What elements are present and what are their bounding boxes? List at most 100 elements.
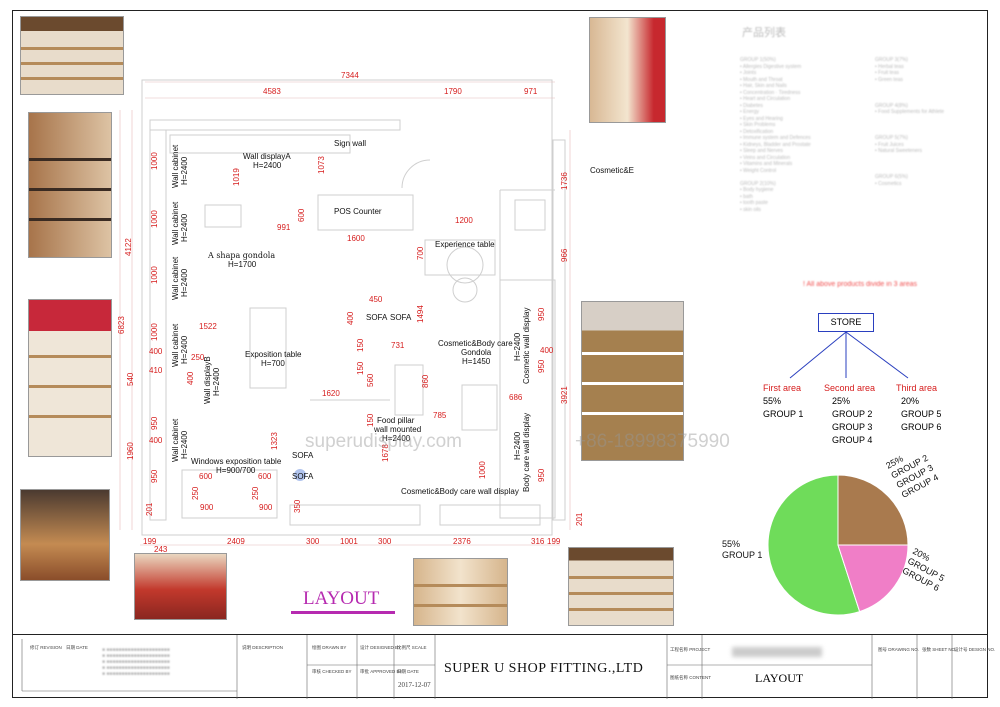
tb-date-value: 2017-12-07 — [398, 681, 431, 689]
tb-description-label: 说明 DESCRIPTION — [242, 645, 284, 650]
store-tree-lines — [789, 331, 909, 379]
company-name: SUPER U SHOP FITTING.,LTD — [444, 661, 644, 676]
area-third-group-6: GROUP 6 — [901, 422, 942, 432]
label-food-pillar-2: wall mounted — [374, 425, 422, 434]
label-cosmetic-wall-display: Cosmetic wall display — [522, 307, 531, 384]
label-wall-cabinet-2-height: H=2400 — [180, 213, 189, 242]
label-wall-cabinet-1-height: H=2400 — [180, 156, 189, 185]
dim-inner: 950 — [537, 307, 546, 321]
area-second: Second area 25% GROUP 2 GROUP 3 GROUP 4 — [824, 382, 875, 447]
products-list-column-2: GROUP 3(7%) • Herbal teas • Fruit teas •… — [875, 57, 945, 187]
tb-content-value: LAYOUT — [755, 671, 804, 685]
dim-inner: 1000 — [150, 323, 159, 341]
tb-design-no-label: 设计号 DESIGN NO. — [954, 647, 996, 652]
label-body-care-wall-display: Body care wall display — [522, 412, 531, 492]
label-wall-display-b: Wall displayB — [203, 356, 212, 404]
dim-inner: 950 — [150, 416, 159, 430]
tb-project-label: 工程名称 PROJECT — [670, 647, 711, 652]
photo-store-wall-bottom — [568, 547, 674, 626]
dim-inner: 250 — [251, 486, 260, 500]
tb-scale-label: 比例尺 SCALE — [397, 645, 427, 650]
label-sofa-3: SOFA — [292, 451, 314, 460]
dim-bottom-3: 300 — [306, 537, 320, 546]
pie-slice — [837, 474, 909, 546]
photo-ladder-shelf — [28, 112, 112, 258]
dim-inner: 860 — [421, 374, 430, 388]
drawing-sheet — [12, 10, 988, 698]
dim-bottom-4: 1001 — [340, 537, 358, 546]
pie-slice — [767, 474, 861, 616]
dim-inner: 686 — [509, 393, 523, 402]
dim-bottom-1: 199 — [143, 537, 157, 546]
label-exposition-table: Exposition table — [245, 350, 302, 359]
area-first: First area 55% GROUP 1 — [763, 382, 803, 421]
label-sofa-4: SOFA — [292, 472, 314, 481]
dim-inner: 250 — [191, 486, 200, 500]
label-windows-table-height: H=900/700 — [216, 466, 256, 475]
photo-gondola — [413, 558, 508, 626]
dim-left-2: 6823 — [117, 316, 126, 334]
dim-inner: 1073 — [317, 156, 326, 174]
dim-inner: 1494 — [416, 305, 425, 323]
dim-inner: 700 — [416, 246, 425, 260]
tb-drawn-by-label: 绘图 DRAWN BY — [312, 645, 347, 650]
dim-inner: 1000 — [150, 266, 159, 284]
tb-revision-label: 修订 REVISION — [30, 645, 62, 650]
label-pos-counter: POS Counter — [334, 207, 382, 216]
label-experience-table: Experience table — [435, 240, 495, 249]
area-second-percent: 25% — [832, 396, 851, 406]
photo-fitting-room — [589, 17, 666, 123]
dim-bottom-8: 199 — [547, 537, 561, 546]
dim-bottom-2: 2409 — [227, 537, 245, 546]
label-wall-cabinet-2: Wall cabinet — [171, 201, 180, 245]
area-second-group-4: GROUP 4 — [832, 435, 873, 445]
photo-display-table — [134, 553, 227, 620]
pie-label: 55%GROUP 1 — [722, 539, 762, 560]
label-food-pillar: Food pillar — [377, 416, 415, 425]
dim-inner: 1736 — [560, 172, 569, 190]
dim-inner: 400 — [149, 436, 163, 445]
dim-inner: 1000 — [150, 210, 159, 228]
dim-top-1: 4583 — [263, 87, 281, 96]
label-wall-cabinet-3-height: H=2400 — [180, 268, 189, 297]
layout-title-underline — [291, 611, 395, 614]
watermark-phone: +86-18998375990 — [575, 431, 730, 452]
dim-bottom-7: 316 — [531, 537, 545, 546]
dim-bottom-10: 201 — [145, 502, 154, 516]
label-body-care-wall-display-height: H=2400 — [513, 431, 522, 460]
label-wall-cabinet-5-height: H=2400 — [180, 430, 189, 459]
dim-bottom-11: 201 — [575, 512, 584, 526]
label-a-shape-gondola: A shapa gondola — [208, 251, 276, 260]
tb-project-value — [732, 647, 822, 657]
dim-inner: 400 — [186, 371, 195, 385]
tb-revision-notes: ■ ■■■■■■■■■■■■■■■■■■■■■ ■ ■■■■■■■■■■■■■■… — [102, 647, 170, 677]
area-first-group-1: GROUP 1 — [763, 409, 804, 419]
dim-inner: 600 — [258, 472, 272, 481]
dim-inner: 400 — [540, 346, 554, 355]
dim-inner: 1620 — [322, 389, 340, 398]
dim-top-overall: 7344 — [341, 71, 359, 80]
dim-inner: 400 — [346, 311, 355, 325]
tb-date-label: 日期 DATE — [66, 645, 88, 650]
dim-inner: 1200 — [455, 216, 473, 225]
label-wall-display-a-height: H=2400 — [253, 161, 282, 170]
label-wall-display-a: Wall displayA — [243, 152, 291, 161]
pie-label-text: 55% — [722, 539, 740, 549]
dim-inner: 950 — [150, 469, 159, 483]
dim-inner: 560 — [366, 373, 375, 387]
dim-inner: 1323 — [270, 432, 279, 450]
title-block-grid — [21, 635, 953, 699]
products-list-column-1: GROUP 1(50%) • Allergies Digestive syste… — [740, 57, 811, 213]
dim-inner: 3921 — [560, 386, 569, 404]
dim-inner: 1522 — [199, 322, 217, 331]
photo-superfoods-wall — [28, 299, 112, 457]
products-note: ! All above products divide in 3 areas — [803, 281, 918, 288]
label-cosmetic-gondola-2: Gondola — [461, 348, 492, 357]
dim-inner: 900 — [200, 503, 214, 512]
dim-inner: 250 — [191, 353, 205, 362]
pie-label-text: GROUP 1 — [722, 550, 762, 560]
dim-inner: 600 — [199, 472, 213, 481]
tb-drawing-no-label: 图号 DRAWING NO. — [878, 647, 920, 652]
